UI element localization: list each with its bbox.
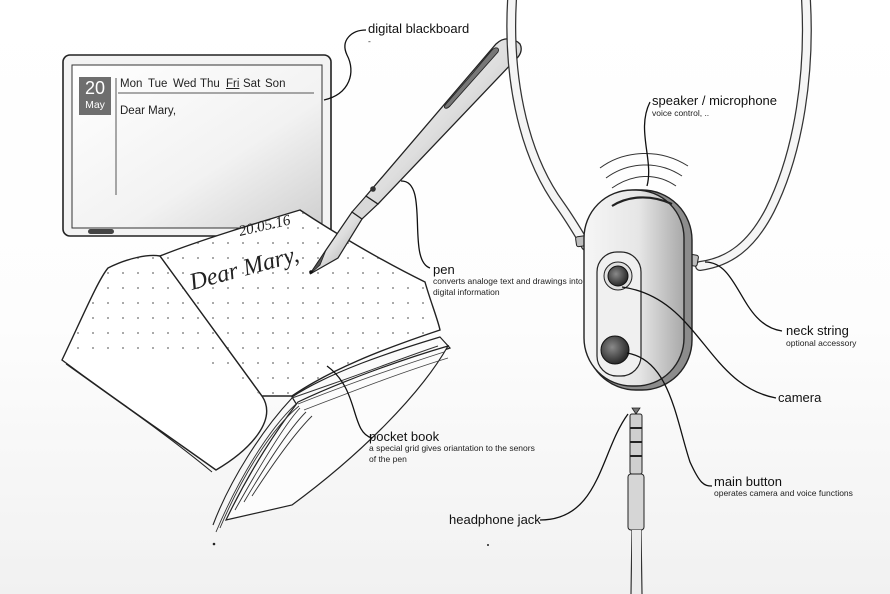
blackboard-home-button	[88, 229, 114, 234]
label-pocket-book-sub: a special grid gives oriantation to the …	[369, 443, 535, 464]
digital-blackboard-device	[62, 54, 332, 237]
label-main-button: main button	[714, 474, 782, 489]
camera-lens	[607, 265, 629, 287]
weekday-sat: Sat	[243, 78, 261, 90]
weekday-son: Son	[265, 78, 286, 90]
calendar-date-tile: 20 May	[79, 77, 111, 115]
label-speaker-microphone-sub: voice control, ..	[652, 108, 710, 118]
label-pocket-book: pocket book	[369, 429, 440, 444]
label-pen-sub: converts analoge text and drawings into …	[433, 276, 583, 297]
weekday-tue: Tue	[148, 78, 168, 90]
blackboard-letter-text: Dear Mary,	[120, 105, 177, 117]
label-headphone-jack: headphone jack	[449, 512, 541, 527]
calendar-day-number: 20	[84, 78, 106, 98]
weekday-thu: Thu	[200, 78, 220, 90]
annotation-leaders	[323, 29, 783, 521]
label-camera: camera	[778, 390, 822, 405]
label-speaker-microphone: speaker / microphone	[652, 93, 778, 108]
weekday-mon: Mon	[120, 78, 143, 90]
label-pen: pen	[433, 262, 455, 277]
label-digital-blackboard-sub: -	[368, 36, 371, 46]
label-digital-blackboard: digital blackboard	[368, 21, 470, 36]
pen-sketch	[309, 38, 522, 275]
wearable-device	[506, 0, 812, 594]
pocket-book-sketch: 20.05.16 Dear Mary,	[61, 209, 489, 546]
main-button-knob	[600, 335, 630, 365]
weekday-wed: Wed	[173, 78, 197, 90]
label-main-button-sub: operates camera and voice functions	[714, 488, 853, 498]
label-neck-string-sub: optional accessory	[786, 338, 857, 348]
weekday-fri: Fri	[226, 78, 240, 90]
label-neck-string: neck string	[786, 323, 849, 338]
calendar-month: May	[85, 99, 105, 111]
